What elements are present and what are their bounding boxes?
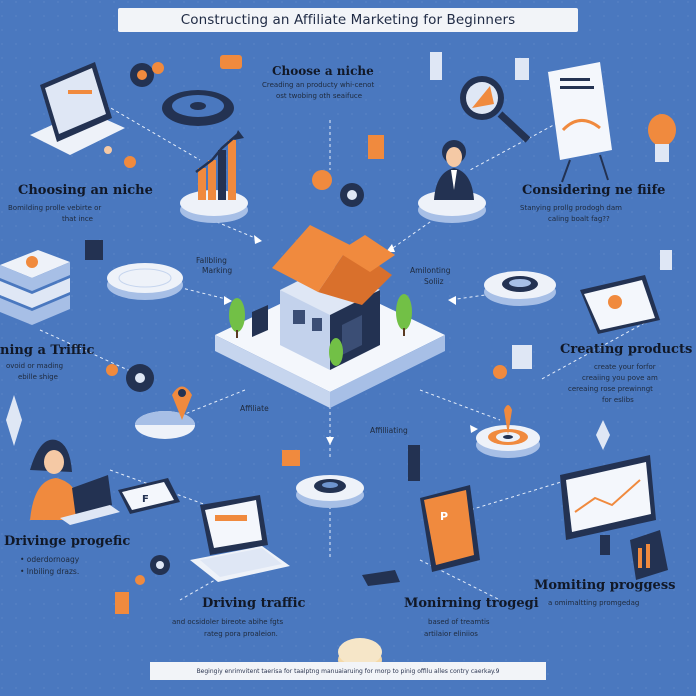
gear-cluster-bottom-left [115, 555, 170, 614]
step-heading-top-right: Considering ne fiife [522, 183, 666, 198]
step-sub-mid-right-2: creaiing you pove am [582, 374, 658, 382]
magnifier-illustration [430, 52, 531, 143]
step-bullet-bottom-left-1: • oderdornoagy [20, 555, 80, 564]
lightbulb-illustration [648, 114, 676, 162]
step-sub-mid-left-1: ovoid or mading [6, 362, 64, 370]
step-heading-bottom-right: Momiting proggess [534, 578, 676, 593]
step-heading-top-left: Choosing an niche [18, 183, 153, 198]
step-sub-mid-right-3: cereaing rose prewinngt [568, 385, 653, 393]
step-sub-top-left-2: that ince [62, 215, 93, 223]
flipchart-illustration [548, 62, 612, 183]
tablet-illustration: P [282, 445, 480, 586]
step-sub-bottom-center-right-1: based of treamtis [428, 618, 490, 626]
monitor-illustration [560, 455, 668, 580]
step-sub-bottom-center-right-2: artilaior eliniios [424, 630, 478, 638]
affiliate-label-right: Affilliating [370, 426, 408, 435]
diagram-title: Constructing an Affiliate Marketing for … [180, 12, 516, 28]
step-heading-bottom-left: Drivinge progefic [4, 534, 131, 549]
pedestal-discs [107, 130, 556, 674]
laptop-illustration-bottom [190, 495, 290, 582]
step-sub-top-left-1: Bomilding prolle vebirte or [8, 204, 102, 212]
cards-illustration-right [580, 250, 672, 334]
central-platform [215, 225, 445, 408]
step-sub-top-center-2: ost twobing oth seaifuce [276, 92, 363, 100]
step-sub-bottom-center-left-2: rateg pora proaleion. [204, 630, 278, 638]
gear-cluster-left [6, 364, 154, 446]
step-sub-mid-right-4: for eslibs [602, 396, 634, 404]
step-heading-mid-right: Creating products [560, 342, 693, 357]
laptop-illustration-top-left [30, 62, 136, 168]
book-stack-illustration [0, 240, 103, 325]
affiliate-label-left: Affiliate [240, 404, 269, 413]
center-left-label-1: Fallbling [196, 256, 227, 265]
footer-text: Begingiy enrimvitent taerisa for taalptn… [196, 667, 500, 675]
step-sub-bottom-right-1: a omimaltting promgedag [548, 599, 640, 607]
gear-cluster-top [130, 55, 384, 207]
step-sub-top-right-1: Stanying prollg prodogh dam [520, 204, 622, 212]
step-heading-bottom-center-right: Monirning trogegi [404, 596, 539, 611]
step-bullet-bottom-left-2: • lnbiling drazs. [20, 567, 80, 576]
step-sub-top-right-2: caling boalt fag?? [548, 215, 610, 223]
step-heading-top-center: Choose a niche [272, 64, 374, 78]
woman-laptop-illustration [30, 439, 120, 525]
svg-text:P: P [440, 510, 448, 523]
step-sub-bottom-center-left-1: and ocsidoler bireote abihe fgts [172, 618, 284, 626]
step-sub-mid-left-2: ebille shige [18, 373, 58, 381]
step-sub-mid-right-1: create your forfor [594, 363, 656, 371]
center-left-label-2: Marking [202, 266, 233, 275]
svg-text:F: F [142, 494, 149, 505]
step-heading-bottom-center-left: Driving traffic [202, 596, 306, 611]
footer-banner: Begingiy enrimvitent taerisa for taalptn… [150, 662, 546, 680]
card-illustration-bottom-left: F [118, 478, 180, 514]
center-right-label-1: Amilonting [410, 266, 451, 275]
title-banner: Constructing an Affiliate Marketing for … [118, 8, 578, 32]
center-right-label-2: Soliiz [424, 277, 444, 286]
coins-illustration-right [493, 345, 610, 450]
step-sub-top-center-1: Creading an producty whi-cenot [262, 81, 375, 89]
arrowheads [224, 235, 478, 445]
step-heading-mid-left: ning a Triffic [0, 343, 95, 358]
